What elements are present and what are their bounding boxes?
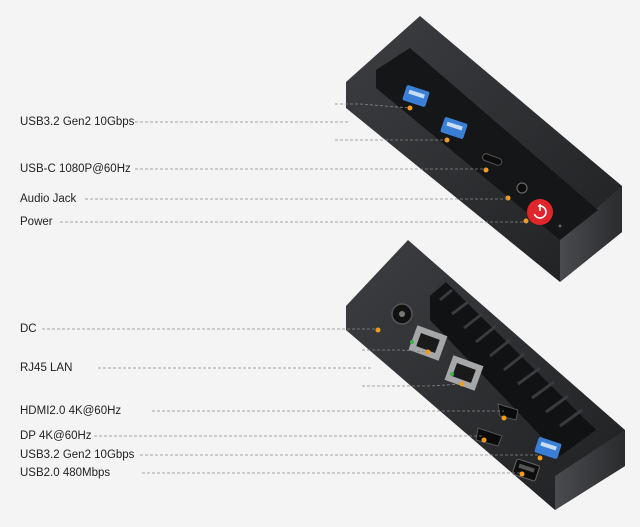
front-panel-face: [376, 48, 598, 240]
usb-a-port-icon: [402, 85, 430, 107]
audio-jack-icon: [516, 182, 528, 194]
vent-grille: [430, 282, 596, 456]
usb-a-port-icon: [512, 458, 540, 482]
usb-a-port-icon: [440, 117, 468, 139]
lock-slot-icon: [584, 426, 594, 432]
front-leader-lines: [60, 103, 526, 223]
label-dc: DC: [20, 323, 37, 335]
label-power: Power: [20, 216, 53, 228]
rear-device: [346, 240, 625, 510]
label-usb32-rear: USB3.2 Gen2 10Gbps: [20, 449, 135, 461]
label-rj45-lan: RJ45 LAN: [20, 362, 73, 374]
label-usb20: USB2.0 480Mbps: [20, 467, 111, 479]
rj45-port-icon: [444, 355, 484, 391]
rj45-port-icon: [408, 325, 448, 361]
usb-a-port-icon: [534, 437, 562, 459]
usb-c-port-icon: [482, 153, 503, 166]
label-dp: DP 4K@60Hz: [20, 430, 92, 442]
label-hdmi: HDMI2.0 4K@60Hz: [20, 405, 122, 417]
label-usb-c: USB-C 1080P@60Hz: [20, 163, 131, 175]
rear-device-side: [555, 430, 625, 510]
front-device: [346, 16, 622, 282]
label-audio-jack: Audio Jack: [20, 193, 77, 205]
label-usb32-gen2: USB3.2 Gen2 10Gbps: [20, 116, 135, 128]
front-device-side: [560, 186, 622, 282]
rear-leader-lines: [42, 328, 540, 474]
power-button-icon: [527, 199, 553, 225]
